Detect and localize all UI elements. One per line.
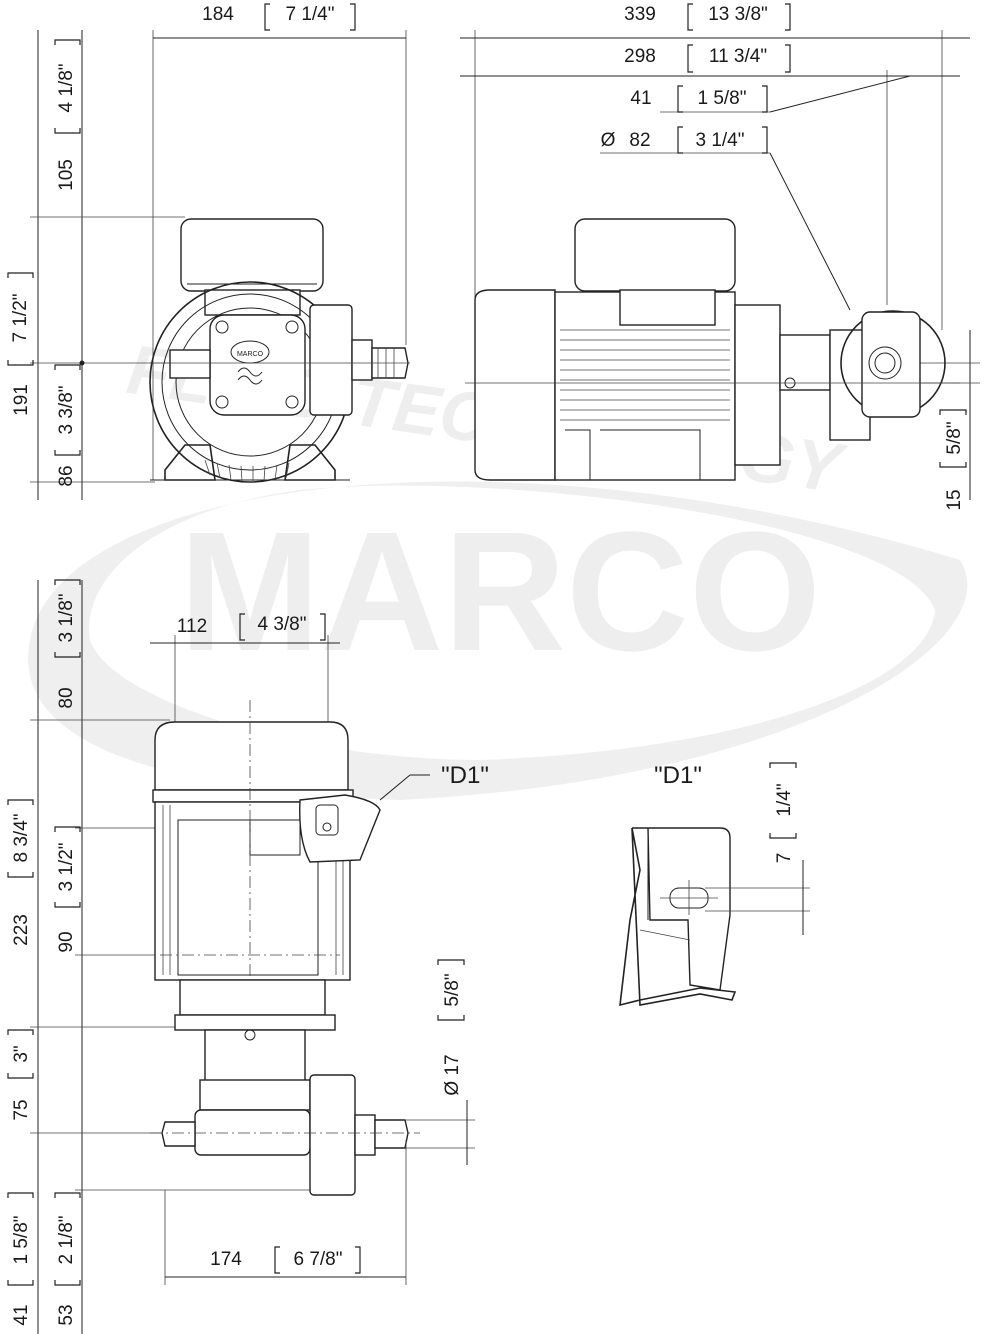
top-pump-in: 3" (11, 1045, 32, 1062)
side-offset-in: 5/8" (944, 421, 965, 454)
side-dia-mm: 82 (629, 130, 650, 151)
front-axis-in: 3 3/8" (56, 385, 77, 434)
top-cover-mm: 80 (56, 687, 77, 708)
top-view: 112 4 3/8" 3 1/8" 80 8 3/4" 223 3 1/2" 9… (7, 579, 489, 1334)
front-axis-mm: 86 (56, 465, 77, 486)
side-view: 339 13 3/8" 298 11 3/4" 41 1 5/8" Ø 82 3… (460, 3, 980, 511)
side-dia-prefix: Ø (601, 130, 616, 151)
top-hose-dia: Ø 17 (442, 1054, 463, 1095)
top-base2-mm: 53 (56, 1304, 77, 1325)
side-head-mm: 41 (630, 88, 651, 109)
watermark-brand: MARCO (179, 497, 821, 687)
top-hose-in: 5/8" (442, 973, 463, 1006)
detail-d1: "D1" 1/4" 7 (619, 762, 810, 1007)
top-width-in: 4 3/8" (257, 614, 306, 635)
top-length-in: 8 3/4" (11, 813, 32, 862)
front-view: MARCO 184 7 1/4" 105 4 1/8" 191 7 1/2" 3… (7, 3, 410, 500)
svg-text:MARCO: MARCO (237, 351, 264, 358)
side-head-in: 1 5/8" (697, 88, 746, 109)
top-inner-in: 3 1/2" (56, 842, 77, 891)
front-motor-top-in: 4 1/8" (56, 63, 77, 112)
detail-slot-mm: 7 (774, 853, 795, 864)
front-width-in: 7 1/4" (285, 4, 334, 25)
front-width-mm: 184 (202, 4, 234, 25)
side-overall-mm: 339 (624, 4, 656, 25)
side-offset-mm: 15 (944, 489, 965, 510)
top-cover-in: 3 1/8" (56, 593, 77, 642)
detail-callout-label: "D1" (441, 762, 489, 789)
front-height-in: 7 1/2" (10, 293, 31, 342)
top-base-mm: 41 (11, 1304, 32, 1325)
front-height-mm: 191 (11, 384, 32, 416)
side-overall-in: 13 3/8" (708, 4, 768, 25)
front-motor-top-mm: 105 (56, 159, 77, 191)
top-bottom-in: 6 7/8" (293, 1249, 342, 1270)
top-length-mm: 223 (11, 914, 32, 946)
top-inner-mm: 90 (56, 931, 77, 952)
side-to-port-in: 11 3/4" (709, 46, 767, 67)
top-base-in: 1 5/8" (11, 1215, 32, 1264)
side-to-port-mm: 298 (624, 46, 656, 67)
top-bottom-mm: 174 (210, 1249, 242, 1270)
detail-title: "D1" (654, 762, 702, 789)
detail-slot-in: 1/4" (774, 783, 795, 816)
top-base2-in: 2 1/8" (56, 1215, 77, 1264)
top-pump-mm: 75 (11, 1099, 32, 1120)
side-dia-in: 3 1/4" (695, 130, 744, 151)
top-width-mm: 112 (177, 616, 207, 637)
